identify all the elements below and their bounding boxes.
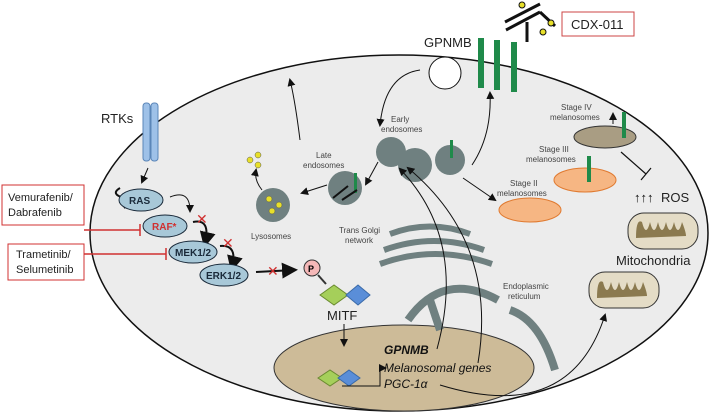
lysosomes-label: Lysosomes — [251, 232, 291, 241]
stage3-label-2: melanosomes — [526, 155, 576, 164]
er-label-2: reticulum — [508, 292, 541, 301]
raf-inhibitor-line — [84, 224, 141, 236]
stage4-label-2: melanosomes — [550, 113, 600, 122]
stage3-melanosome — [553, 167, 617, 193]
gpnmb-receptors — [478, 38, 517, 92]
gene-pgc1a: PGC-1α — [384, 377, 429, 391]
cdx-011-label: CDX-011 — [571, 17, 624, 32]
lysosome — [256, 188, 290, 222]
stage3-label-1: Stage III — [539, 145, 569, 154]
ras-node — [118, 188, 164, 212]
gpnmb-label: GPNMB — [424, 35, 472, 50]
rtk-receptor-icon — [142, 102, 159, 162]
drug2-line1: Trametinib/ — [16, 249, 72, 261]
mek-label: MEK1/2 — [175, 248, 212, 259]
golgi-apparatus — [378, 223, 493, 267]
mitf-label: MITF — [327, 308, 357, 323]
erk-label: ERK1/2 — [206, 271, 241, 282]
phosphate-label: P — [308, 264, 314, 274]
ros-label: ROS — [661, 190, 690, 205]
golgi-label-1: Trans Golgi — [339, 226, 380, 235]
endocytic-vesicle — [428, 56, 462, 90]
rtks-label: RTKs — [101, 111, 134, 126]
vemurafenib-box — [1, 184, 85, 226]
golgi-label-2: network — [345, 236, 374, 245]
ros-arrows-icon: ↑↑↑ — [634, 190, 654, 205]
gene-melanosomal: Melanosomal genes — [384, 361, 491, 375]
mek-inhibitor-line — [84, 248, 167, 260]
early-endosomes — [376, 137, 465, 182]
mek-node — [168, 240, 218, 264]
stage2-melanosome — [498, 197, 562, 223]
drug1-line2: Dabrafenib — [8, 207, 62, 219]
endoplasmic-reticulum — [404, 284, 559, 372]
erk-node — [199, 263, 249, 287]
mitochondrion-1 — [627, 212, 699, 250]
stage4-melanosome — [573, 125, 637, 149]
raf-node — [142, 214, 188, 238]
nucleus — [273, 324, 535, 412]
ras-label: RAS — [129, 196, 150, 207]
stage2-label-1: Stage II — [510, 179, 538, 188]
mitf-blue-diamond — [345, 284, 371, 306]
phosphate-icon — [303, 259, 321, 277]
er-label-1: Endoplasmic — [503, 282, 549, 291]
early-endosomes-label-1: Early — [391, 115, 409, 124]
drug1-line1: Vemurafenib/ — [8, 192, 74, 204]
raf-label: RAF* — [152, 222, 177, 233]
late-endosomes-label-2: endosomes — [303, 161, 344, 170]
early-endosomes-label-2: endosomes — [381, 125, 422, 134]
trametinib-box — [7, 243, 85, 281]
stage2-label-2: melanosomes — [497, 189, 547, 198]
raf-block-x-icon: ✕ — [196, 211, 208, 227]
nucleus-mitf-blue — [337, 369, 361, 387]
mitochondria-label: Mitochondria — [616, 253, 691, 268]
cdx-011-antibody-icon — [504, 1, 557, 42]
ros-inhibition-line — [620, 151, 652, 181]
stage4-label-1: Stage IV — [561, 103, 592, 112]
gene-gpnmb: GPNMB — [384, 343, 429, 357]
drug2-line2: Selumetinib — [16, 264, 73, 276]
cdx-011-box — [561, 11, 635, 37]
erk-block-x-icon: ✕ — [267, 263, 279, 279]
mitochondrion-2 — [588, 271, 660, 309]
late-endosomes-label-1: Late — [316, 151, 332, 160]
mek-block-x-icon: ✕ — [222, 235, 234, 251]
